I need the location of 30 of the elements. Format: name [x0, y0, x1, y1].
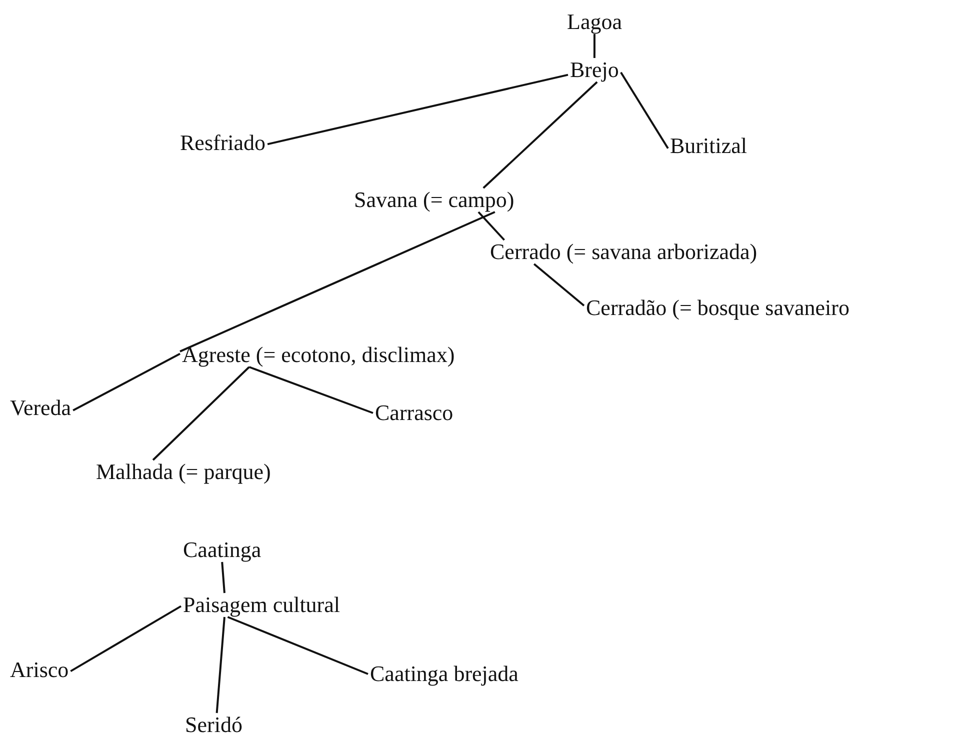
connector-line: [482, 81, 598, 189]
connector-line: [180, 211, 496, 352]
connector-line: [72, 352, 180, 412]
term-label: Paisagem cultural: [181, 593, 342, 617]
term-label: Agreste (= ecotono, disclimax): [180, 343, 457, 367]
connector-line: [216, 616, 226, 714]
term-label: Carrasco: [373, 401, 456, 425]
term-label: Malhada (= parque): [94, 460, 273, 484]
term-label: Caatinga brejada: [368, 662, 520, 686]
term-label: Seridó: [183, 713, 244, 737]
connector-line: [533, 263, 585, 306]
connector-line: [152, 366, 250, 461]
connector-line: [248, 366, 374, 414]
term-label: Vereda: [8, 396, 74, 420]
connector-line: [593, 34, 596, 58]
term-label: Resfriado: [178, 131, 268, 155]
term-label: Buritizal: [668, 134, 749, 158]
connector-line: [227, 616, 368, 675]
term-label: Arisco: [8, 658, 71, 682]
connector-line: [70, 605, 182, 672]
term-label: Lagoa: [565, 10, 624, 34]
term-label: Caatinga: [181, 538, 264, 562]
connector-line: [620, 72, 669, 149]
connector-line: [478, 211, 505, 241]
term-label: Savana (= campo): [352, 188, 516, 212]
term-label: Cerrado (= savana arborizada): [488, 240, 760, 264]
term-label: Cerradão (= bosque savaneiro: [584, 296, 852, 320]
connector-line: [267, 74, 568, 146]
term-label: Brejo: [568, 58, 621, 82]
connector-line: [221, 562, 226, 594]
